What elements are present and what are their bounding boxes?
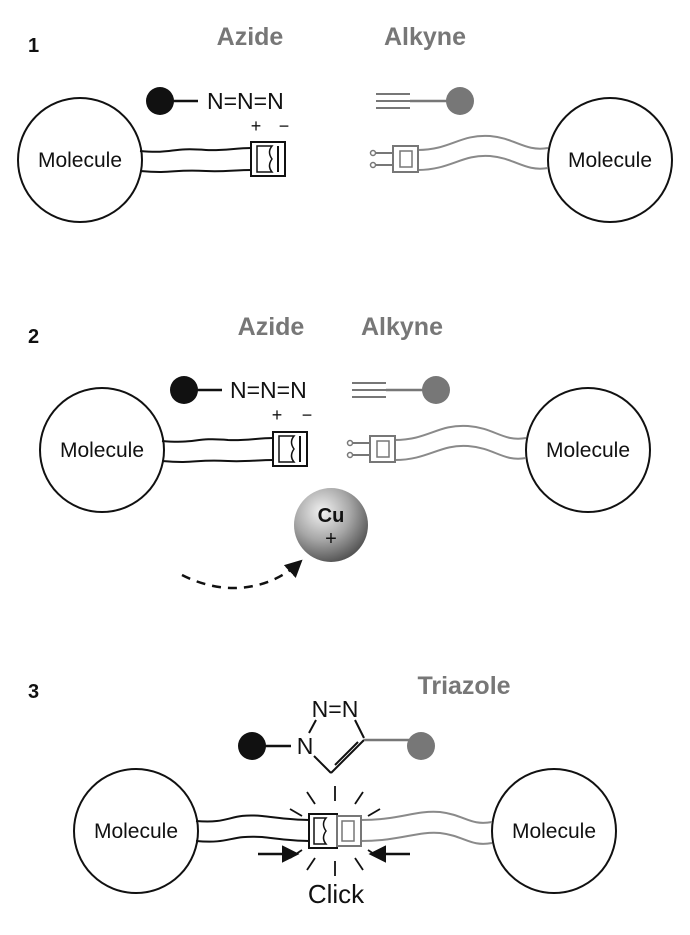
minus-charge: − [302,405,313,425]
molecule-right-label: Molecule [546,439,630,462]
black-ball-icon [146,87,174,115]
molecule-right [491,768,617,894]
buckle-male-icon [346,435,396,463]
step-number: 1 [28,35,39,57]
buckle-female-icon [272,431,308,467]
dashed-arrow-icon [181,559,303,590]
azide-formula: N=N=N [230,377,307,403]
plus-charge: + [272,405,283,425]
ring-n-top: N=N [312,696,359,722]
molecule-right [525,387,651,513]
azide-title: Azide [238,313,305,341]
gray-ball-icon [422,376,450,404]
click-label: Click [308,879,365,909]
alkyne-title: Alkyne [361,313,443,341]
molecule-left [17,97,143,223]
molecule-right-label: Molecule [512,820,596,843]
ring-n-left: N [297,733,314,759]
buckle-connected-icon [308,813,362,849]
product-title: Triazole [417,672,510,700]
step-2: 2 Azide Alkyne N=N=N + − Molecule Molecu… [28,313,651,590]
plus-charge: + [251,116,262,136]
molecule-left-label: Molecule [94,820,178,843]
triple-bond-icon [352,382,386,398]
molecule-left [73,768,199,894]
step-1: 1 Azide Alkyne N=N=N + − Molecule Molecu… [17,23,673,223]
catalyst-charge: + [325,528,337,550]
gray-ball-icon [446,87,474,115]
molecule-right-label: Molecule [568,149,652,172]
black-ball-icon [170,376,198,404]
buckle-female-icon [250,141,286,177]
black-ball-icon [238,732,266,760]
molecule-left-label: Molecule [38,149,122,172]
molecule-right [547,97,673,223]
step-number: 3 [28,681,39,703]
molecule-left [39,387,165,513]
alkyne-title: Alkyne [384,23,466,51]
buckle-male-icon [369,145,419,173]
molecule-left-label: Molecule [60,439,144,462]
step-number: 2 [28,326,39,348]
triple-bond-icon [376,93,410,109]
azide-formula: N=N=N [207,88,284,114]
minus-charge: − [279,116,290,136]
azide-title: Azide [217,23,284,51]
triazole-ring-icon: N=N N [297,696,410,774]
copper-ion-icon: Cu + [294,488,368,562]
catalyst-symbol: Cu [318,505,345,527]
gray-ball-icon [407,732,435,760]
step-3: 3 Triazole N=N N Molecule Molecule [28,672,617,909]
